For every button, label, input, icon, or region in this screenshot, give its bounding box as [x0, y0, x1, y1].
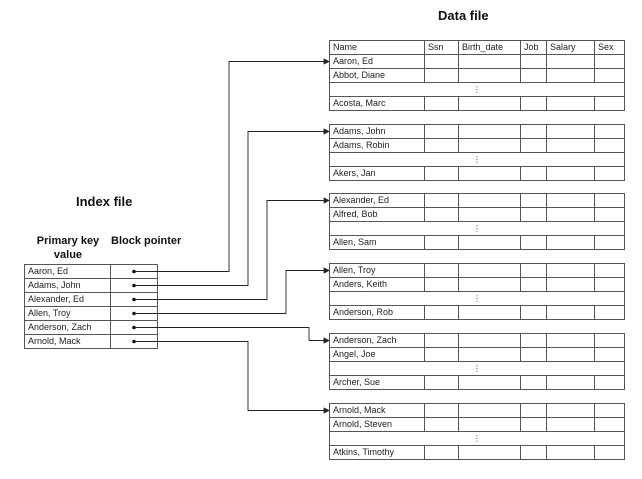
block-pointer-arrow — [134, 58, 330, 272]
block-pointer-header: Block pointer — [111, 235, 182, 247]
record-field — [594, 235, 625, 250]
index-entry: Adams, John — [24, 278, 158, 293]
index-key: Arnold, Mack — [24, 334, 111, 349]
block-pointer-arrow — [134, 128, 330, 286]
primary-key-header: Primary key value — [36, 235, 100, 261]
block-pointer-arrow — [134, 267, 330, 314]
record-row: Abbot, Diane — [329, 68, 625, 83]
record-field — [594, 375, 625, 390]
record-row: Atkins, Timothy — [329, 445, 625, 460]
record-row: Arnold, Steven — [329, 417, 625, 432]
record-name: Allen, Sam — [329, 235, 425, 250]
index-file-title: Index file — [76, 194, 133, 209]
record-field — [594, 445, 625, 460]
record-row: Adams, Robin — [329, 138, 625, 153]
record-row: Angel, Joe — [329, 347, 625, 362]
record-row: Alexander, Ed — [329, 193, 625, 208]
column-header: Birth_date — [458, 40, 521, 55]
record-row: Archer, Sue — [329, 375, 625, 390]
column-header: Name — [329, 40, 425, 55]
data-file-title: Data file — [438, 8, 489, 23]
record-field — [594, 166, 625, 181]
block-pointer-arrow — [134, 197, 330, 300]
record-row: Allen, Troy — [329, 263, 625, 278]
block-pointer-arrow — [134, 341, 330, 414]
record-field — [594, 96, 625, 111]
column-header: Sex — [594, 40, 625, 55]
record-row: Akers, Jan — [329, 166, 625, 181]
record-field — [594, 305, 625, 320]
block-pointer-arrow — [134, 327, 330, 344]
record-row: Allen, Sam — [329, 235, 625, 250]
record-row: Anderson, Rob — [329, 305, 625, 320]
record-name: Acosta, Marc — [329, 96, 425, 111]
record-name: Anderson, Rob — [329, 305, 425, 320]
record-row: Acosta, Marc — [329, 96, 625, 111]
record-row: Arnold, Mack — [329, 403, 625, 418]
